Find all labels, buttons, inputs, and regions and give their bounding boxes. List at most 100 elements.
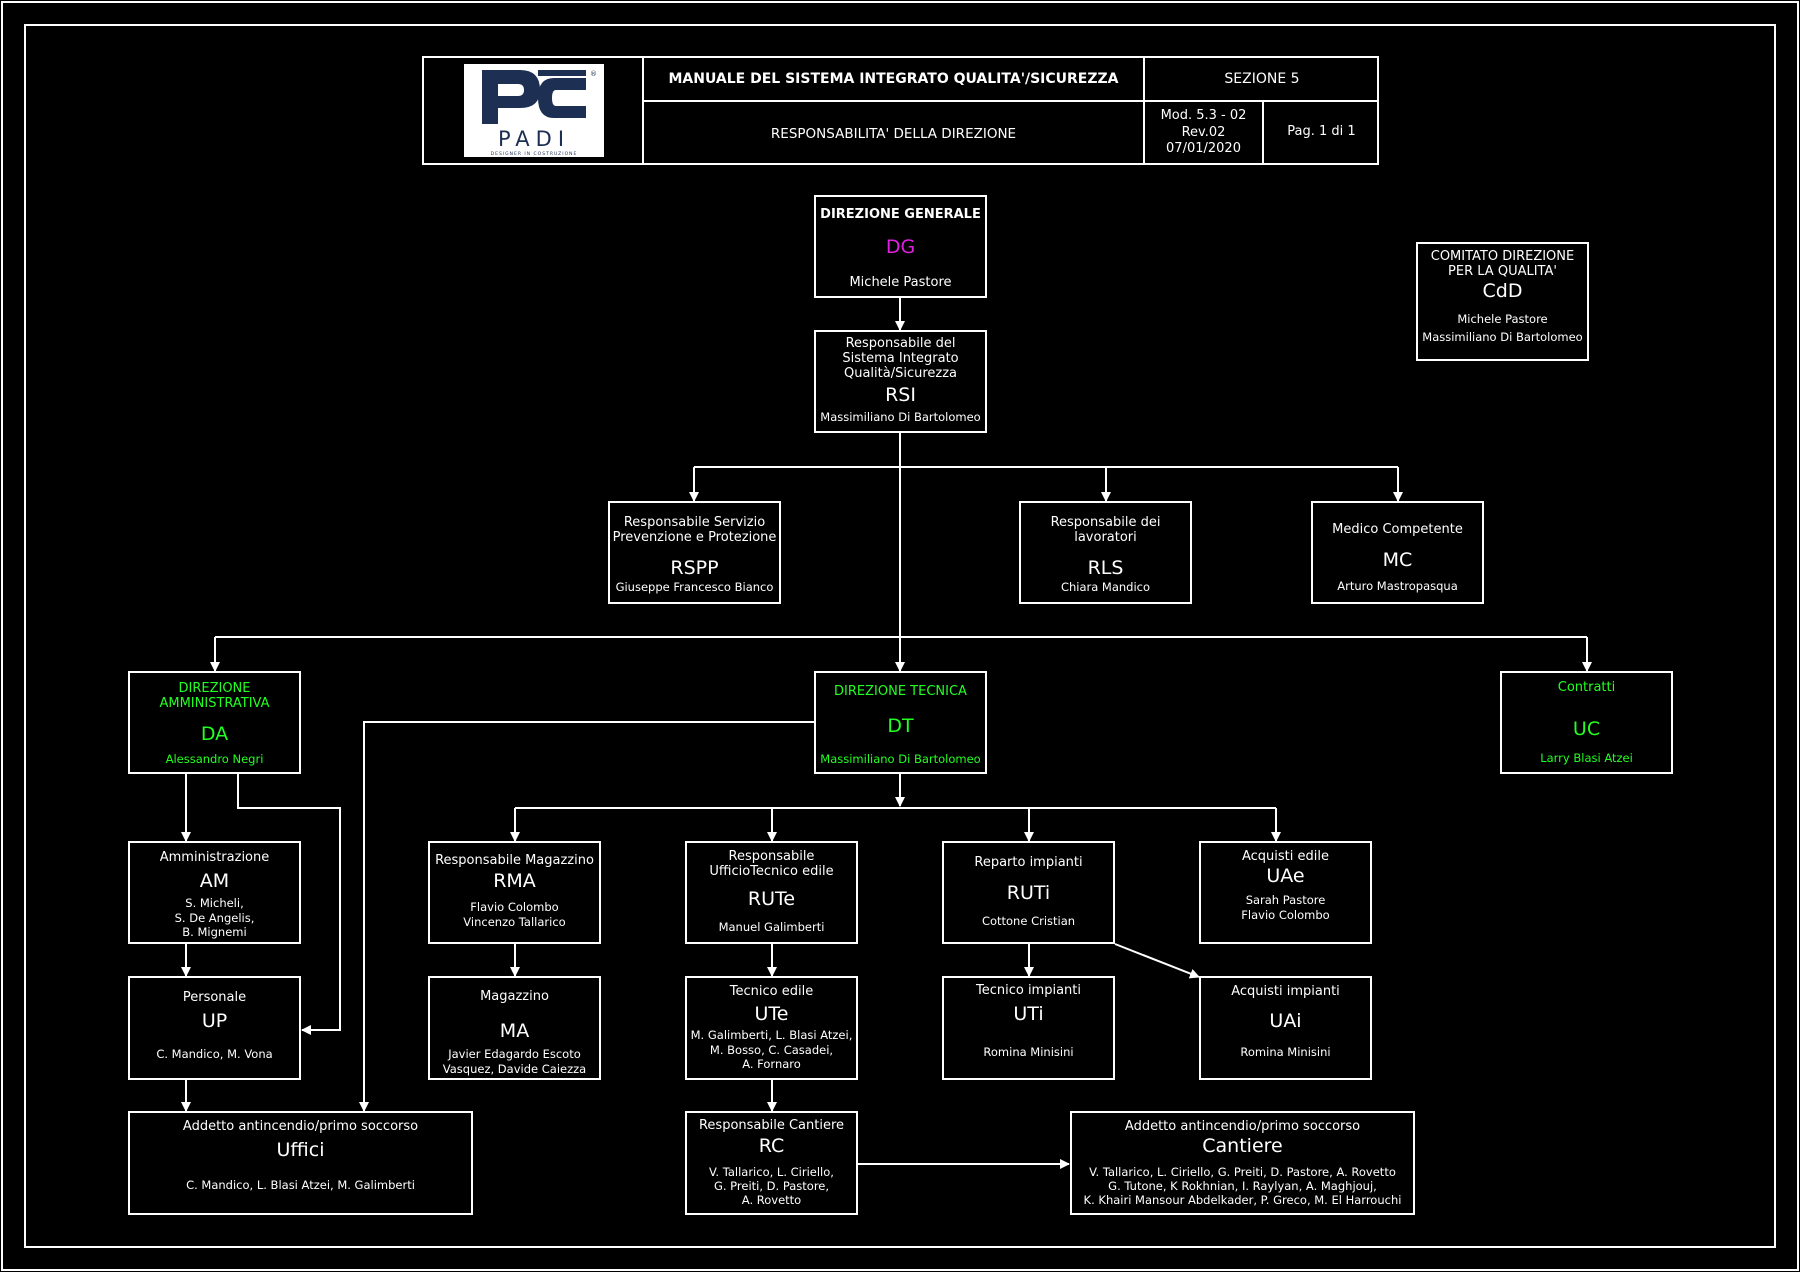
- padi-logo-icon: ® PADI DESIGNER IN COSTRUZIONE: [482, 70, 597, 157]
- node-title: Responsabile Cantiere: [698, 1118, 845, 1133]
- node-abbr: RLS: [1087, 557, 1124, 579]
- node-abbr: AM: [199, 870, 230, 892]
- node-abbr: UAe: [1266, 865, 1305, 887]
- node-name-3: B. Mignemi: [182, 925, 247, 939]
- node-acquisti-edile: Acquisti edile UAe Sarah Pastore Flavio …: [1199, 841, 1372, 944]
- node-abbr: Uffici: [276, 1139, 325, 1161]
- node-title-line2: Prevenzione e Protezione: [612, 530, 777, 545]
- node-title: Contratti: [1557, 680, 1616, 695]
- node-names: Alessandro Negri: [165, 752, 264, 766]
- node-name-2: M. Bosso, C. Casadei,: [709, 1043, 834, 1057]
- node-name-1: S. Micheli,: [185, 896, 244, 910]
- node-name-2: Vincenzo Tallarico: [463, 915, 566, 929]
- node-title-line2: PER LA QUALITA': [1448, 264, 1557, 279]
- node-names: Larry Blasi Atzei: [1540, 751, 1633, 765]
- node-names: Romina Minisini: [983, 1045, 1074, 1059]
- node-name-1: Sarah Pastore: [1245, 893, 1326, 907]
- node-direzione-generale: DIREZIONE GENERALE DG Michele Pastore: [814, 195, 987, 298]
- node-personale: Personale UP C. Mandico, M. Vona: [128, 976, 301, 1080]
- node-title: Addetto antincendio/primo soccorso: [1124, 1119, 1361, 1134]
- node-name-2: Vasquez, Davide Caiezza: [442, 1062, 587, 1076]
- manual-title: MANUALE DEL SISTEMA INTEGRATO QUALITA'/S…: [668, 71, 1119, 87]
- node-names: Massimiliano Di Bartolomeo: [820, 410, 981, 424]
- node-title: Tecnico impianti: [975, 983, 1081, 998]
- node-names: Michele Pastore: [849, 275, 952, 290]
- node-names: Massimiliano Di Bartolomeo: [820, 752, 981, 766]
- revision: Rev.02: [1181, 125, 1226, 140]
- node-names: Romina Minisini: [1240, 1045, 1331, 1059]
- inner-frame: [24, 24, 1776, 1248]
- node-abbr: DA: [200, 723, 229, 745]
- module-number: Mod. 5.3 - 02: [1160, 108, 1247, 123]
- header-subtitle: RESPONSABILITA' DELLA DIREZIONE: [770, 126, 1017, 142]
- node-responsabile-magazzino: Responsabile Magazzino RMA Flavio Colomb…: [428, 841, 601, 944]
- node-name-1: V. Tallarico, L. Ciriello, G. Preiti, D.…: [1089, 1165, 1396, 1179]
- node-magazzino: Magazzino MA Javier Edagardo Escoto Vasq…: [428, 976, 601, 1080]
- node-title: Responsabile Magazzino: [435, 853, 594, 868]
- node-rsi: Responsabile del Sistema Integrato Quali…: [814, 330, 987, 433]
- node-abbr: DT: [887, 715, 914, 737]
- node-name-1: Javier Edagardo Escoto: [448, 1047, 581, 1061]
- svg-text:DESIGNER IN COSTRUZIONE: DESIGNER IN COSTRUZIONE: [491, 151, 578, 157]
- node-title-line2: UfficioTecnico edile: [709, 864, 834, 879]
- node-abbr: CdD: [1482, 280, 1523, 302]
- node-name-2: S. De Angelis,: [174, 911, 255, 925]
- node-names: Giuseppe Francesco Bianco: [615, 580, 774, 594]
- node-names: C. Mandico, M. Vona: [156, 1047, 273, 1061]
- node-direzione-amministrativa: DIREZIONE AMMINISTRATIVA DA Alessandro N…: [128, 671, 301, 774]
- node-title: DIREZIONE TECNICA: [834, 684, 967, 699]
- node-abbr: UTe: [754, 1003, 789, 1025]
- node-names: Manuel Galimberti: [718, 920, 825, 934]
- node-name-1: M. Galimberti, L. Blasi Atzei,: [690, 1028, 853, 1042]
- node-name-3: K. Khairi Mansour Abdelkader, P. Greco, …: [1083, 1193, 1402, 1207]
- section-label: SEZIONE 5: [1224, 71, 1300, 87]
- node-title: Acquisti impianti: [1231, 984, 1340, 999]
- node-names: Arturo Mastropasqua: [1337, 579, 1458, 593]
- node-title-line1: Responsabile dei: [1050, 515, 1161, 530]
- node-title-line2: Sistema Integrato: [842, 351, 959, 366]
- node-abbr: UAi: [1269, 1010, 1302, 1032]
- header-vline-3: [1262, 101, 1264, 163]
- header-vline-1: [642, 58, 644, 163]
- node-title: Personale: [182, 990, 247, 1005]
- revision-date: 07/01/2020: [1166, 141, 1241, 156]
- node-abbr: RUTe: [747, 888, 796, 910]
- node-name-2: Flavio Colombo: [1241, 908, 1330, 922]
- node-abbr: RSPP: [670, 557, 719, 579]
- node-comitato-direzione: COMITATO DIREZIONE PER LA QUALITA' CdD M…: [1416, 242, 1589, 361]
- svg-text:PADI: PADI: [498, 127, 570, 151]
- node-title-line3: Qualità/Sicurezza: [843, 366, 958, 381]
- node-names: Chiara Mandico: [1060, 580, 1151, 594]
- node-abbr: MC: [1382, 549, 1413, 571]
- svg-text:®: ®: [590, 70, 597, 78]
- node-abbr: Cantiere: [1202, 1135, 1283, 1157]
- padi-logo: ® PADI DESIGNER IN COSTRUZIONE: [464, 64, 604, 157]
- node-title: Magazzino: [480, 989, 549, 1004]
- node-tecnico-edile: Tecnico edile UTe M. Galimberti, L. Blas…: [685, 976, 858, 1080]
- page-number: Pag. 1 di 1: [1287, 124, 1356, 139]
- node-title: Addetto antincendio/primo soccorso: [182, 1119, 419, 1134]
- node-name-2: G. Preiti, D. Pastore,: [713, 1179, 830, 1193]
- node-abbr: RUTi: [1006, 882, 1051, 904]
- header-vline-2: [1143, 58, 1145, 163]
- node-name-3: A. Rovetto: [741, 1193, 802, 1207]
- node-title-line2: AMMINISTRATIVA: [159, 696, 270, 711]
- node-abbr: MA: [499, 1020, 530, 1042]
- node-title-line1: Responsabile del: [845, 336, 956, 351]
- node-name-2: Massimiliano Di Bartolomeo: [1422, 330, 1583, 344]
- node-responsabile-ufficio-tecnico: Responsabile UfficioTecnico edile RUTe M…: [685, 841, 858, 944]
- node-title: Medico Competente: [1332, 522, 1463, 537]
- node-name-2: G. Tutone, K Rokhnian, I. Raylyan, A. Ma…: [1108, 1179, 1377, 1193]
- node-rspp: Responsabile Servizio Prevenzione e Prot…: [608, 501, 781, 604]
- node-addetto-cantiere: Addetto antincendio/primo soccorso Canti…: [1070, 1111, 1415, 1215]
- node-rls: Responsabile dei lavoratori RLS Chiara M…: [1019, 501, 1192, 604]
- node-title-line1: COMITATO DIREZIONE: [1430, 249, 1575, 264]
- node-title-line1: DIREZIONE: [178, 681, 251, 696]
- node-tecnico-impianti: Tecnico impianti UTi Romina Minisini: [942, 976, 1115, 1080]
- node-name-1: V. Tallarico, L. Ciriello,: [709, 1165, 834, 1179]
- node-title-line1: Responsabile Servizio: [623, 515, 766, 530]
- node-title: Amministrazione: [159, 850, 270, 865]
